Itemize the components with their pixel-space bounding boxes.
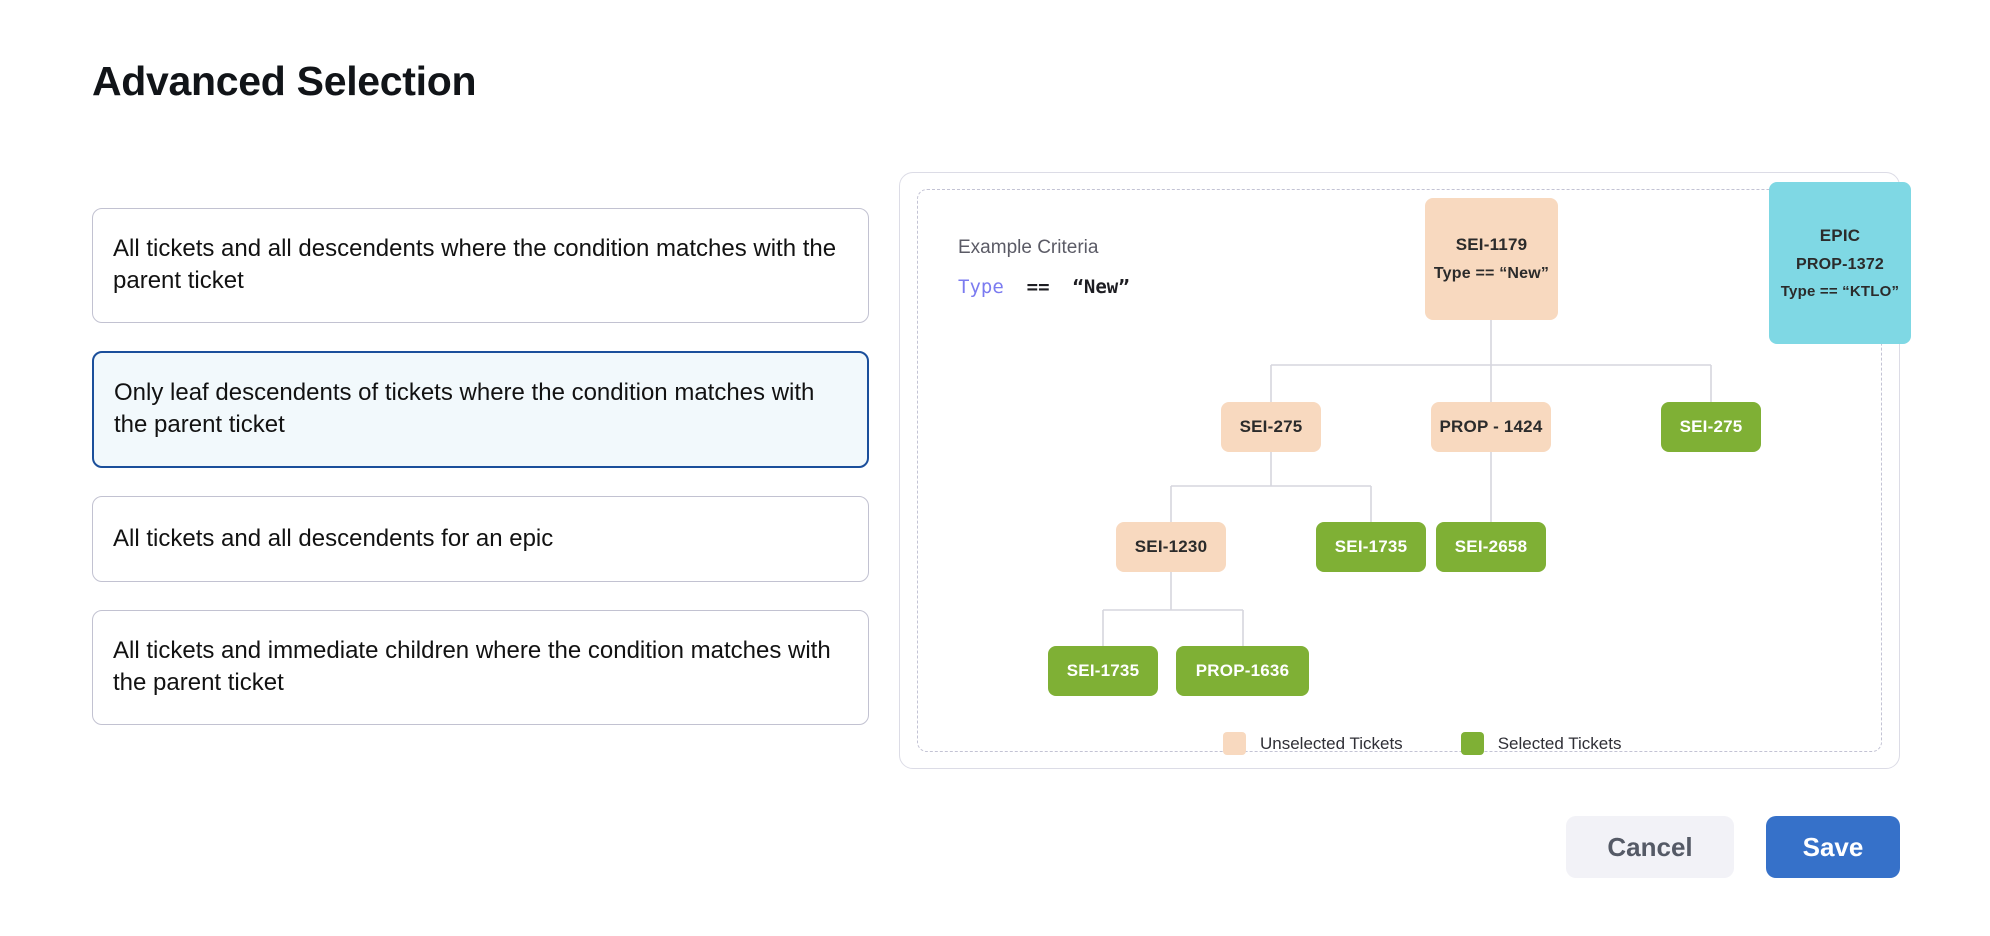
option-label: Only leaf descendents of tickets where t… <box>114 378 815 439</box>
node-label: SEI-1735 <box>1334 537 1408 556</box>
dialog-footer: Cancel Save <box>1566 816 1900 878</box>
cancel-button[interactable]: Cancel <box>1566 816 1734 878</box>
node-label: SEI-275 <box>1679 417 1743 436</box>
option-all-descendents-epic[interactable]: All tickets and all descendents for an e… <box>92 495 869 582</box>
legend-swatch-unselected-icon <box>1223 732 1246 755</box>
option-leaf-descendents-condition[interactable]: Only leaf descendents of tickets where t… <box>92 350 869 468</box>
ticket-tree: SEI-1179 Type == “New” EPIC PROP-1372 Ty… <box>918 182 1911 751</box>
tree-node-sei-2658[interactable]: SEI-2658 <box>1436 522 1546 572</box>
node-label: EPIC <box>1819 226 1861 245</box>
tree-node-sei-1735-b[interactable]: SEI-1735 <box>1048 646 1158 696</box>
option-all-descendents-condition[interactable]: All tickets and all descendents where th… <box>92 208 869 323</box>
criteria-operator: == <box>1026 276 1050 298</box>
node-sublabel: Type == “New” <box>1433 265 1550 282</box>
node-sublabel: PROP-1372 <box>1795 256 1885 273</box>
node-label: SEI-1230 <box>1134 537 1208 556</box>
tree-connectors <box>1102 320 1712 646</box>
criteria-expression: Type == “New” <box>958 276 1130 298</box>
node-sublabel-2: Type == “KTLO” <box>1780 283 1900 300</box>
criteria-field: Type <box>958 276 1004 298</box>
legend-item-selected: Selected Tickets <box>1460 732 1622 755</box>
legend-swatch-selected-icon <box>1460 732 1484 755</box>
option-label: All tickets and all descendents where th… <box>113 235 837 295</box>
preview-dashed-frame: Example Criteria Type == “New” <box>917 182 1911 755</box>
tree-node-epic-prop-1372[interactable]: EPIC PROP-1372 Type == “KTLO” <box>1769 182 1911 344</box>
tree-node-sei-1179[interactable]: SEI-1179 Type == “New” <box>1425 198 1558 320</box>
criteria-label: Example Criteria <box>958 237 1099 258</box>
legend-item-unselected: Unselected Tickets <box>1223 732 1403 755</box>
node-label: SEI-275 <box>1239 417 1303 436</box>
page-title: Advanced Selection <box>92 58 477 104</box>
node-label: SEI-1179 <box>1455 235 1528 254</box>
criteria-value: “New” <box>1072 276 1130 298</box>
node-label: PROP-1636 <box>1195 661 1290 680</box>
tree-node-sei-275-a[interactable]: SEI-275 <box>1221 402 1321 452</box>
option-immediate-children-condition[interactable]: All tickets and immediate children where… <box>92 609 869 725</box>
tree-node-sei-275-b[interactable]: SEI-275 <box>1661 402 1761 452</box>
node-label: SEI-1735 <box>1066 661 1140 680</box>
legend-label: Selected Tickets <box>1497 733 1622 753</box>
preview-panel: Example Criteria Type == “New” <box>899 172 1911 769</box>
tree-node-sei-1230[interactable]: SEI-1230 <box>1116 522 1226 572</box>
save-button[interactable]: Save <box>1766 816 1900 878</box>
option-label: All tickets and all descendents for an e… <box>113 524 554 552</box>
node-label: SEI-2658 <box>1454 537 1528 556</box>
tree-node-prop-1636[interactable]: PROP-1636 <box>1176 646 1309 696</box>
legend-label: Unselected Tickets <box>1260 733 1403 753</box>
tree-node-sei-1735-a[interactable]: SEI-1735 <box>1316 522 1426 572</box>
tree-node-prop-1424[interactable]: PROP - 1424 <box>1431 402 1551 452</box>
node-label: PROP - 1424 <box>1439 417 1543 436</box>
tree-legend: Unselected Tickets Selected Tickets <box>1223 732 1621 755</box>
option-label: All tickets and immediate children where… <box>113 636 831 697</box>
options-list: All tickets and all descendents where th… <box>92 208 869 753</box>
